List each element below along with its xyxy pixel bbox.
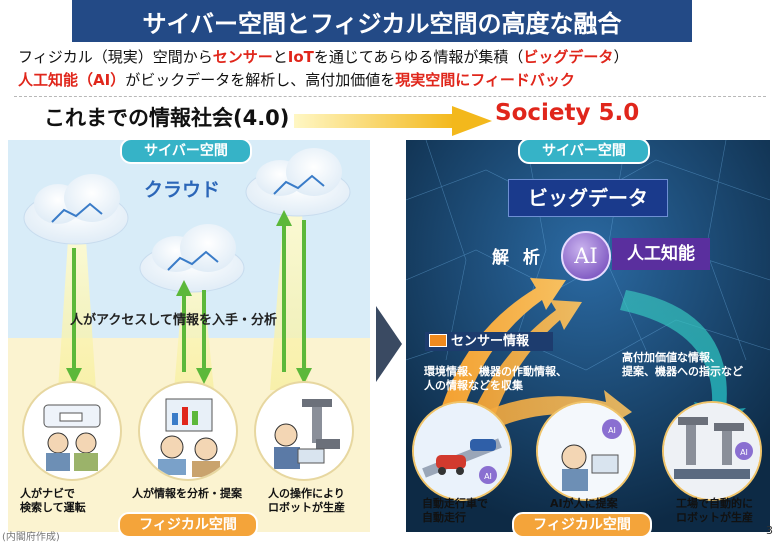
intro-segment: フィジカル（現実）空間から [18,48,213,66]
ai-label: 人工知能 [612,238,710,270]
intro-line-2: 人工知能（AI）がビックデータを解析し、高付加価値を現実空間にフィードバック [18,69,628,92]
access-label: 人がアクセスして情報を入手・分析 [70,313,277,328]
collect-text: 環境情報、機器の作動情報、 人の情報などを収集 [424,365,567,393]
intro-segment: IoT [287,48,314,66]
divider [14,96,766,97]
cloud-icon [245,148,351,217]
ai-suggestion-illustration: AI [536,401,636,501]
intro-segment: センサー [212,48,273,66]
robot-operation-illustration [254,381,354,481]
caption-line: ロボットが生産 [268,501,345,514]
intro-segment: ビッグデータ [523,48,614,66]
factory-robot-illustration: AI [662,401,762,501]
intro-text: フィジカル（現実）空間からセンサーとIoTを通じてあらゆる情報が集積（ビッグデー… [18,46,628,92]
caption-line: 自動走行 [422,511,466,524]
caption-line: AIが人に提案 [550,497,618,510]
page-number: 3 [766,524,773,537]
sensor-info-tag: センサー情報 [425,332,553,351]
source-note: (内閣府作成) [2,532,60,543]
analysis-illustration [138,381,238,481]
cloud-icon [23,174,129,245]
intro-segment: と [272,48,288,66]
collection-arrow [440,278,566,414]
left-caption-2: 人が情報を分析・提案 [132,487,242,501]
small-ai-badge: AI [740,448,748,457]
caption-line: 人がナビで [20,487,75,500]
left-cyber-label: サイバー空間 [120,138,252,164]
caption-line: 検索して運転 [20,501,86,514]
page-title: サイバー空間とフィジカル空間の高度な融合 [72,0,692,42]
era-label-4-0: これまでの情報社会(4.0) [44,106,290,130]
feedback-text-line: 高付加価値な情報、 [622,351,721,364]
feedback-text-line: 提案、機器への指示など [622,365,743,378]
era-arrow-icon [294,106,492,136]
caption-line: 人の操作により [268,487,345,500]
era-label-society-5: Society 5.0 [495,100,640,126]
intro-segment: 人工知能（AI） [18,71,126,89]
collect-text-line: 環境情報、機器の作動情報、 [424,365,567,378]
intro-segment: がビックデータを解析し、高付加価値を [125,71,396,89]
caption-line: ロボットが生産 [676,511,753,524]
light-beam [58,240,96,390]
ai-icon: AI [561,231,611,281]
intro-segment: ） [613,48,629,66]
intro-segment: 現実空間にフィードバック [395,71,575,89]
collect-text-line: 人の情報などを収集 [424,379,523,392]
navi-driving-illustration [22,381,122,481]
small-ai-badge: AI [608,426,616,435]
right-caption-2: AIが人に提案 [550,497,618,511]
left-caption-3: 人の操作により ロボットが生産 [268,487,345,515]
analysis-label: 解 析 [492,248,544,268]
caption-line: 自動走行車で [422,497,488,510]
big-data-label: ビッグデータ [508,179,668,217]
right-caption-3: 工場で自動的に ロボットが生産 [676,497,753,525]
intro-line-1: フィジカル（現実）空間からセンサーとIoTを通じてあらゆる情報が集積（ビッグデー… [18,46,628,69]
cloud-icon [139,224,245,293]
sensor-info-label: センサー情報 [451,334,530,349]
left-caption-1: 人がナビで 検索して運転 [20,487,86,515]
chevron-right-icon [376,306,402,382]
small-ai-badge: AI [484,472,492,481]
left-cloud-diagram [23,148,351,390]
autonomous-car-illustration: AI [412,401,512,501]
left-physical-label: フィジカル空間 [118,512,258,538]
caption-line: 人が情報を分析・提案 [132,487,242,500]
right-caption-1: 自動走行車で 自動走行 [422,497,488,525]
intro-segment: を通じてあらゆる情報が集積（ [313,48,524,66]
right-cyber-label: サイバー空間 [518,138,650,164]
light-beam [270,210,308,390]
right-physical-label: フィジカル空間 [512,512,652,538]
feedback-text: 高付加価値な情報、 提案、機器への指示など [622,351,743,379]
sensor-chip-icon [429,334,447,347]
caption-line: 工場で自動的に [676,497,753,510]
cloud-label: クラウド [144,179,221,201]
